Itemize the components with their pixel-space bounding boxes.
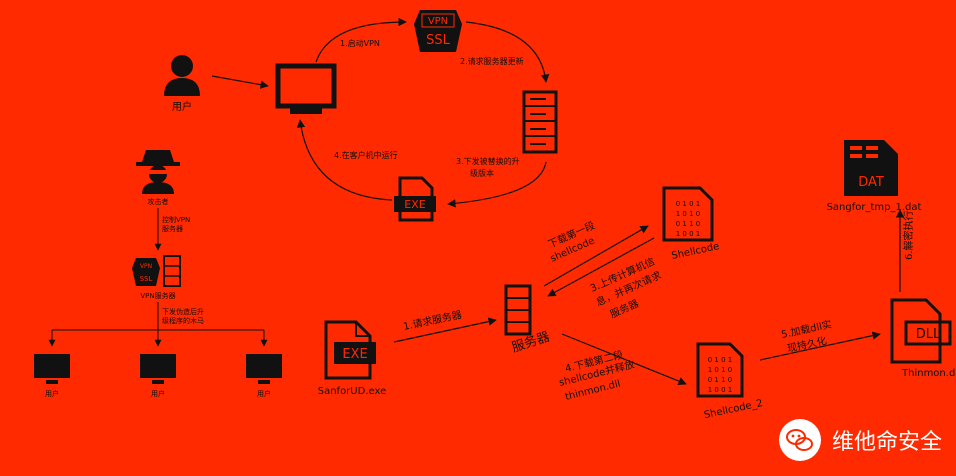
shellcode-label: Shellcode: [671, 241, 721, 262]
svg-text:0 1 0 1: 0 1 0 1: [708, 356, 733, 364]
server-icon-main: [504, 284, 532, 336]
vpn-ssl-badge: VPN SSL: [414, 10, 462, 52]
step3-line2: 级版本: [470, 168, 494, 178]
svg-text:1 0 0 1: 1 0 0 1: [708, 386, 733, 394]
sanforud-exe-icon: EXE: [324, 320, 376, 380]
arrow-download-first: [543, 225, 649, 287]
deliver-line2: 级程序的木马: [162, 316, 204, 325]
dll-name: Thinmon.dll: [901, 368, 956, 379]
server-icon: [522, 90, 558, 154]
shellcode2-icon: 0 1 0 1 1 0 1 0 0 1 1 0 1 0 0 1: [696, 342, 744, 398]
user-monitor-icon-3: [246, 354, 282, 384]
vpn-server-label: VPN服务器: [140, 291, 175, 300]
arrow-deliver-replaced: [447, 161, 547, 208]
user-monitor-icon-2: [140, 354, 176, 384]
shellcode-icon: 0 1 0 1 1 0 1 0 0 1 1 0 1 0 0 1: [662, 186, 714, 242]
tree-user-label-3: 用户: [257, 389, 271, 398]
sanforud-exe-name: SanforUD.exe: [318, 386, 387, 397]
watermark-text: 维他命安全: [831, 430, 942, 455]
arrow-download-second: [561, 333, 687, 386]
svg-text:EXE: EXE: [404, 198, 425, 211]
control-line2: 服务器: [162, 224, 183, 233]
step1-start-vpn: 1.启动VPN: [340, 38, 380, 48]
attacker-label: 攻击者: [148, 197, 169, 206]
control-line1: 控制VPN: [162, 215, 190, 224]
svg-text:0 1 0 1: 0 1 0 1: [676, 200, 701, 208]
svg-text:SSL: SSL: [140, 275, 153, 283]
exe-file-icon: EXE: [394, 176, 436, 222]
deliver-line1: 下发伪造后升: [162, 307, 204, 316]
svg-text:VPN: VPN: [428, 16, 448, 27]
arrow-start-vpn: [315, 17, 407, 63]
dat-name: Sangfor_tmp_1.dat: [827, 202, 922, 213]
tree-user-label-2: 用户: [151, 389, 165, 398]
svg-text:DAT: DAT: [858, 175, 884, 190]
svg-text:0 1 1 0: 0 1 1 0: [676, 220, 701, 228]
arrow-load-dll: [759, 331, 881, 361]
user-label: 用户: [172, 100, 192, 113]
svg-text:SSL: SSL: [426, 33, 451, 48]
svg-text:DLL: DLL: [916, 327, 941, 342]
user-icon: [164, 55, 200, 96]
step4-run-client: 4.在客户机中运行: [334, 150, 398, 160]
svg-text:EXE: EXE: [342, 347, 367, 362]
tree-user-label-1: 用户: [45, 389, 59, 398]
arrow-request-server: [393, 317, 497, 343]
svg-text:1 0 0 1: 1 0 0 1: [676, 230, 701, 238]
step2-request-update: 2.请求服务器更新: [460, 56, 524, 66]
wechat-icon: [778, 419, 821, 461]
step3-line1: 3.下发被替换的升: [456, 156, 520, 166]
watermark: 维他命安全: [778, 418, 942, 462]
dll-file-icon: DLL: [890, 298, 952, 364]
arrow-run-on-client: [296, 119, 393, 201]
user-to-pc-arrow: [211, 75, 269, 89]
shellcode2-label: Shellcode_2: [703, 398, 764, 421]
monitor-icon: [275, 63, 337, 114]
user-monitor-icon-1: [34, 354, 70, 384]
arrow-upload-info: [547, 237, 655, 297]
arrow-request-update: [465, 21, 550, 83]
svg-text:0 1 1 0: 0 1 1 0: [708, 376, 733, 384]
step6-decrypt: 6.解密执行: [902, 210, 915, 260]
svg-text:VPN: VPN: [140, 263, 152, 270]
attacker-icon: [136, 150, 180, 194]
dat-file-icon: DAT: [844, 140, 898, 196]
svg-text:1 0 1 0: 1 0 1 0: [708, 366, 733, 374]
svg-text:1 0 1 0: 1 0 1 0: [676, 210, 701, 218]
vpn-server-icon: VPN SSL: [132, 255, 181, 287]
